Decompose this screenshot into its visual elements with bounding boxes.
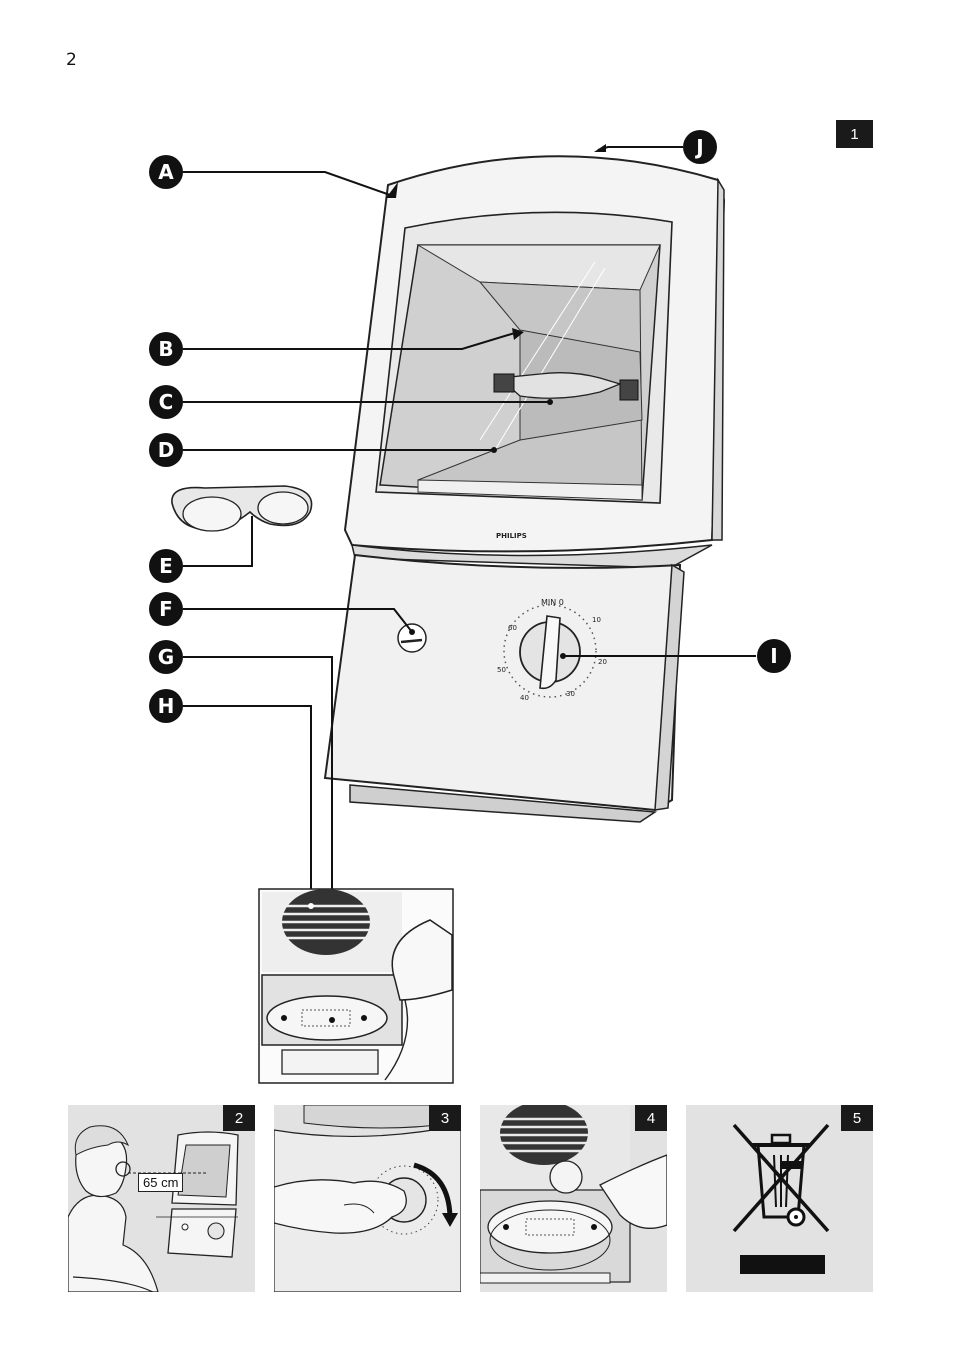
step-2-panel: 2 65 cm [68, 1105, 255, 1292]
step-5-badge: 5 [841, 1105, 873, 1131]
callout-d: D [149, 433, 183, 467]
distance-label: 65 cm [138, 1173, 184, 1192]
svg-text:30: 30 [566, 690, 575, 698]
callout-c: C [149, 385, 183, 419]
device-illustration: PHILIPS MIN 0 10 20 30 40 50 60 [171, 144, 756, 1084]
brand-logo: PHILIPS [496, 532, 527, 540]
step-4-badge: 4 [635, 1105, 667, 1131]
svg-text:20: 20 [598, 658, 607, 666]
weee-bar [740, 1255, 825, 1274]
step-3-panel: 3 [274, 1105, 461, 1292]
callout-g: G [149, 640, 183, 674]
callout-b: B [149, 332, 183, 366]
callout-f: F [149, 592, 183, 626]
rear-inset [258, 888, 454, 1084]
step-5-panel: 5 [686, 1105, 873, 1292]
callout-i: I [757, 639, 791, 673]
callout-a: A [149, 155, 183, 189]
svg-text:10: 10 [592, 616, 601, 624]
timer-turn-illustration [274, 1105, 461, 1292]
person-distance-illustration [68, 1125, 239, 1292]
page-number: 2 [66, 50, 77, 70]
weee-bin-icon [732, 1123, 830, 1274]
step-4-panel: 4 [480, 1105, 667, 1292]
step-2-badge: 2 [223, 1105, 255, 1131]
callout-h: H [149, 689, 183, 723]
svg-text:60: 60 [508, 624, 517, 632]
step-3-badge: 3 [429, 1105, 461, 1131]
cord-storage-illustration [480, 1105, 667, 1284]
callout-e: E [149, 549, 183, 583]
figure-1-badge: 1 [836, 120, 873, 148]
callout-j: J [683, 130, 717, 164]
svg-text:50: 50 [497, 666, 506, 674]
svg-text:40: 40 [520, 694, 529, 702]
timer-min-label: MIN 0 [541, 598, 564, 607]
